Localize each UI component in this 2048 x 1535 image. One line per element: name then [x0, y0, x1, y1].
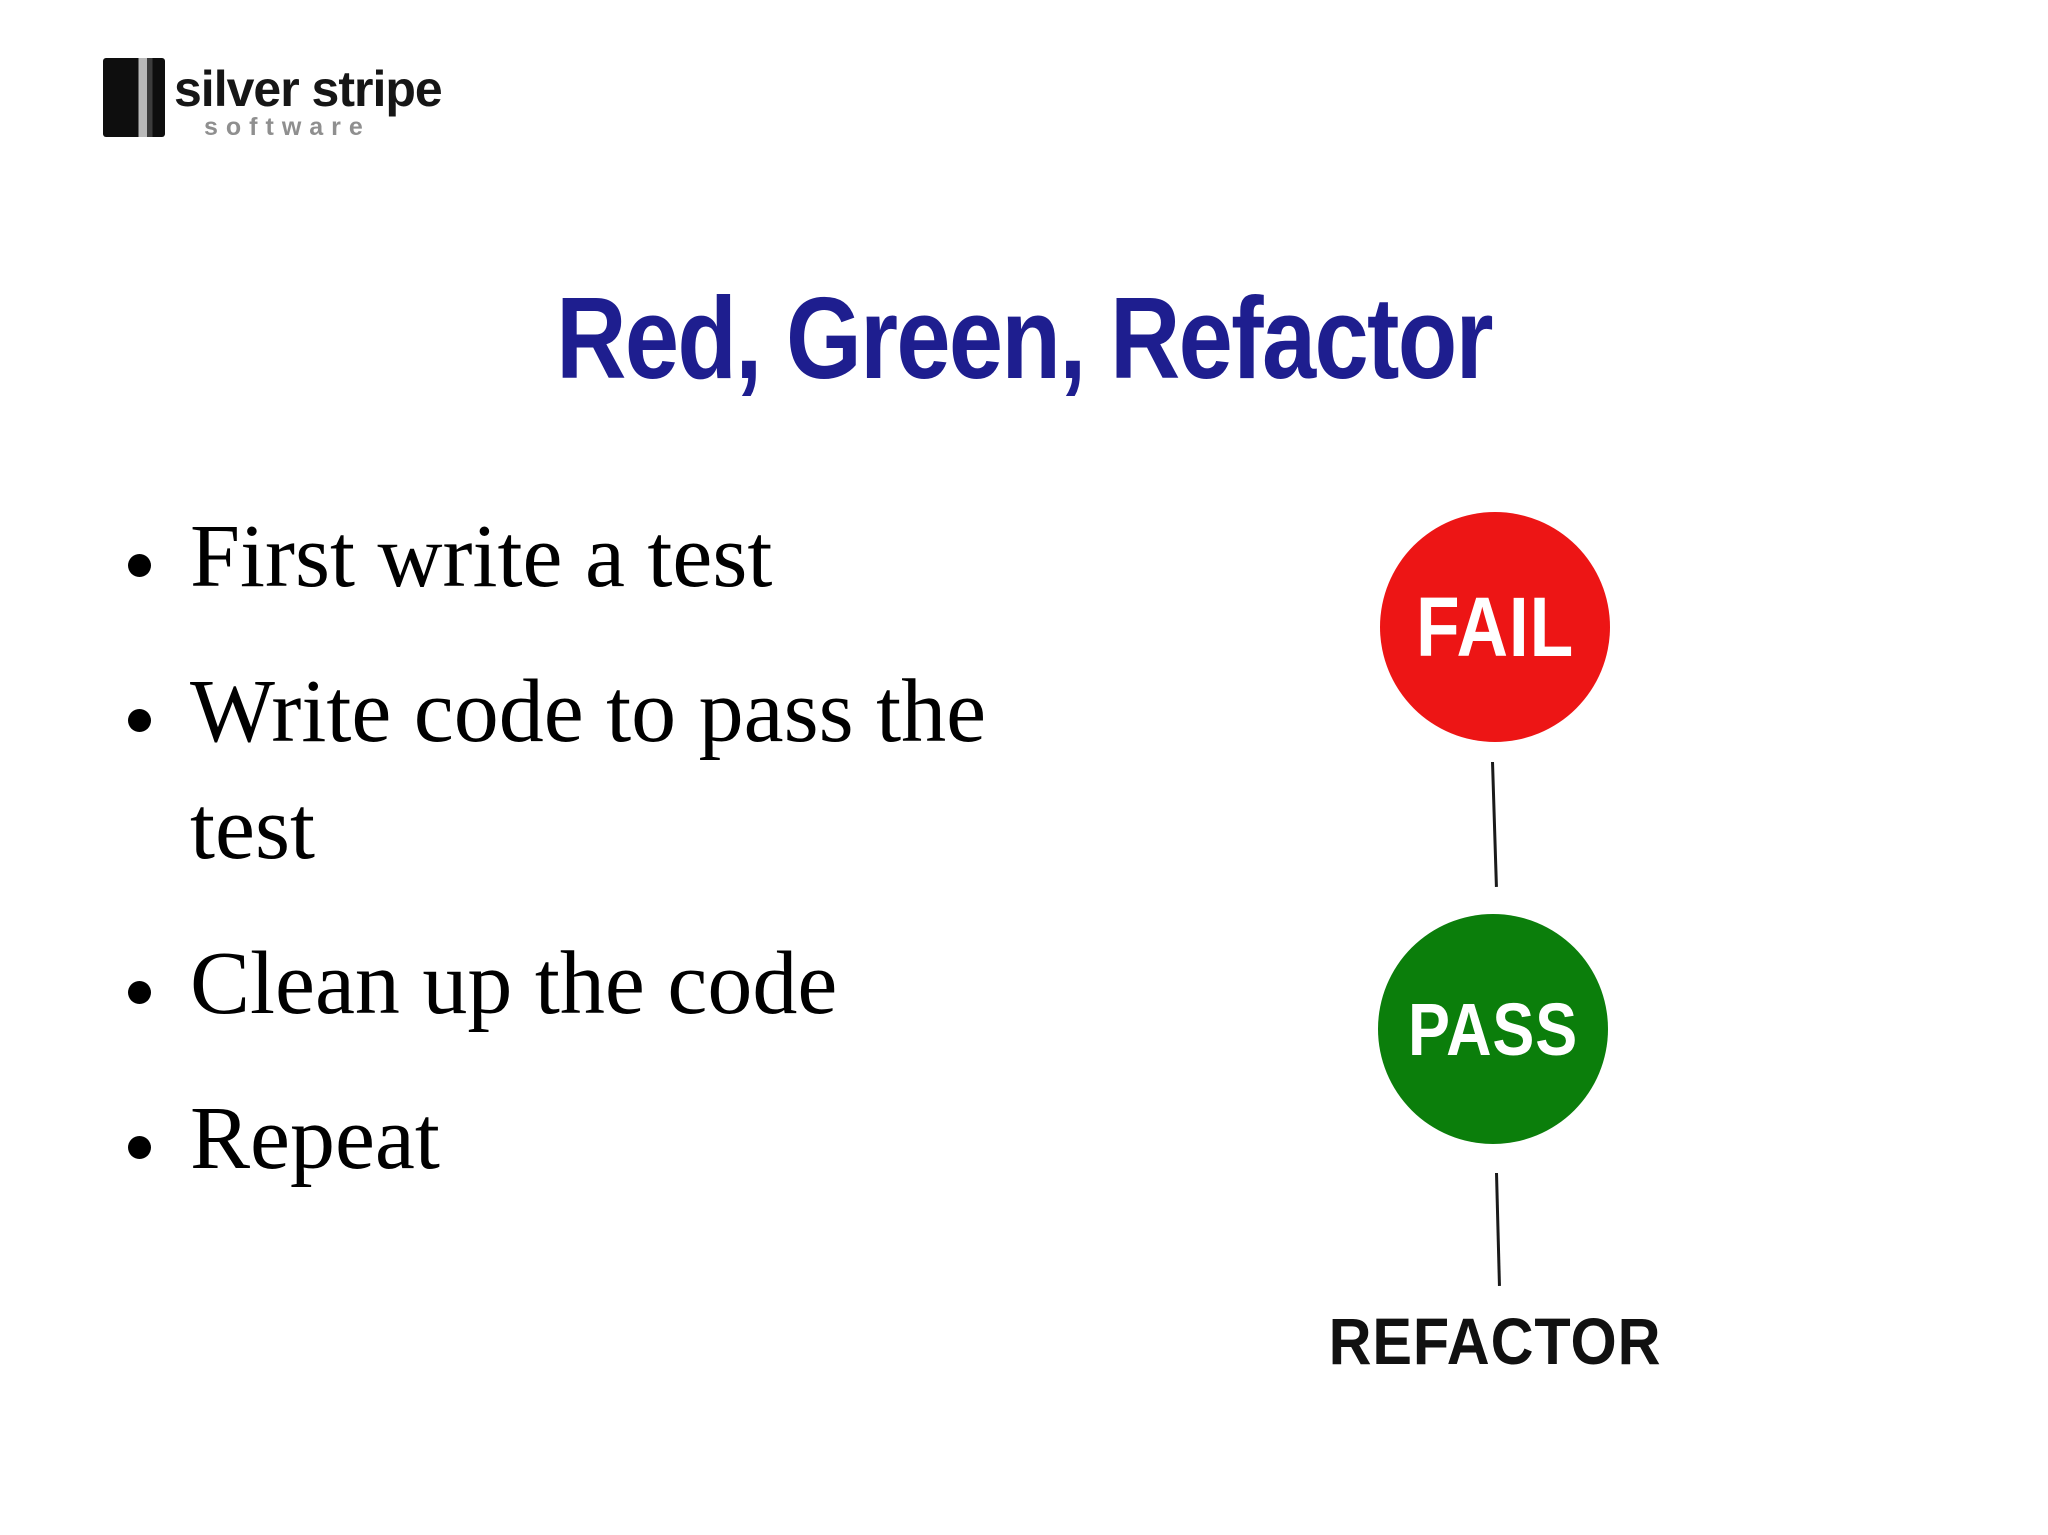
bullet-text: Write code to pass the test — [190, 662, 987, 878]
bullet-icon — [128, 1136, 151, 1159]
bullet-text: Clean up the code — [190, 934, 838, 1033]
tdd-cycle-diagram: FAIL PASS REFACTOR — [1300, 500, 1700, 1420]
bullet-text: First write a test — [190, 507, 773, 606]
connector-line-pass-refactor — [1495, 1172, 1501, 1287]
fail-label: FAIL — [1415, 579, 1575, 674]
page-title: Red, Green, Refactor — [556, 273, 1493, 403]
list-item: Clean up the code — [128, 925, 1020, 1042]
bullet-text: Repeat — [190, 1089, 440, 1188]
pass-label: PASS — [1407, 987, 1579, 1071]
bullet-icon — [128, 554, 151, 577]
silver-stripe-logo-icon — [103, 58, 165, 137]
bullet-list: First write a test Write code to pass th… — [128, 498, 1020, 1235]
connector-line-fail-pass — [1491, 761, 1498, 887]
pass-node: PASS — [1378, 914, 1608, 1144]
bullet-icon — [128, 709, 151, 732]
refactor-label: REFACTOR — [1328, 1304, 1662, 1378]
list-item: Write code to pass the test — [128, 653, 1020, 887]
list-item: First write a test — [128, 498, 1020, 615]
logo-name: silver stripe — [174, 61, 443, 117]
bullet-icon — [128, 981, 151, 1004]
logo: silver stripe software — [103, 58, 443, 141]
list-item: Repeat — [128, 1080, 1020, 1197]
logo-subtitle: software — [204, 113, 371, 141]
logo-text: silver stripe software — [174, 58, 443, 141]
fail-node: FAIL — [1380, 512, 1610, 742]
